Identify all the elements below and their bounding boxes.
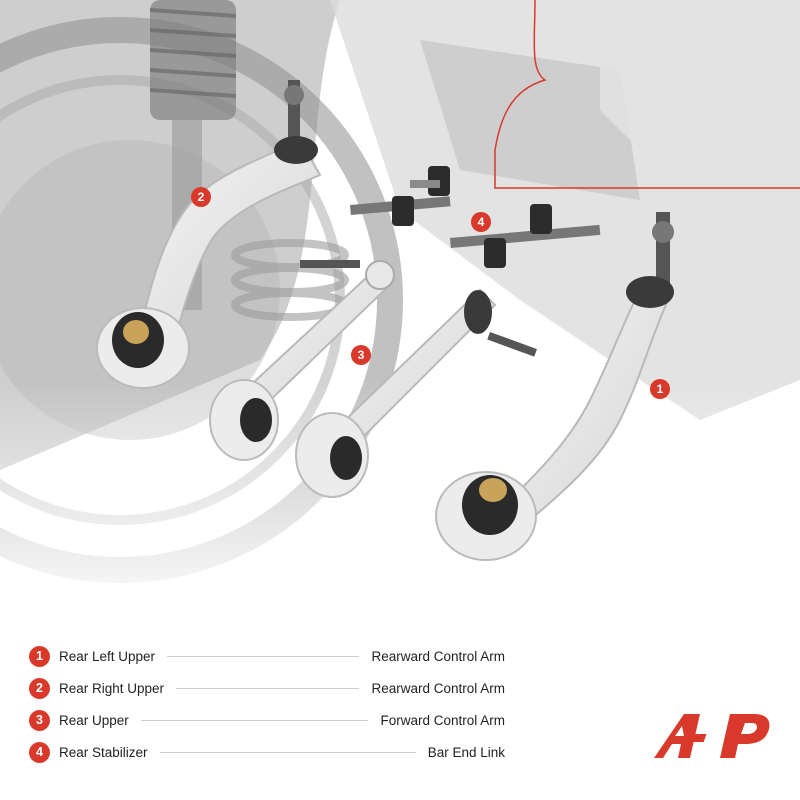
legend-position: Rear Stabilizer [59, 744, 148, 760]
legend-number: 1 [29, 645, 50, 667]
legend-position: Rear Right Upper [59, 680, 165, 696]
marker-3: 3 [351, 345, 371, 365]
stabilizer-end-links [350, 166, 601, 268]
brand-logo-icon [650, 708, 772, 764]
marker-2: 2 [191, 187, 211, 207]
legend-part-type: Bar End Link [427, 744, 505, 760]
legend-row: 4 Rear Stabilizer Bar End Link [29, 736, 509, 768]
legend-position: Rear Upper [59, 712, 129, 728]
parts-legend: 1 Rear Left Upper Rearward Control Arm 2… [29, 640, 509, 768]
legend-divider [176, 687, 360, 689]
legend-row: 3 Rear Upper Forward Control Arm [29, 704, 509, 736]
rear-upper-forward-arm [209, 260, 537, 498]
legend-part-type: Forward Control Arm [380, 712, 505, 728]
rear-left-upper-arm [435, 212, 674, 561]
legend-row: 1 Rear Left Upper Rearward Control Arm [29, 640, 509, 672]
legend-number: 2 [29, 677, 50, 699]
marker-4: 4 [471, 212, 491, 232]
legend-number: 3 [29, 709, 50, 731]
legend-divider [159, 751, 416, 753]
legend-divider [167, 655, 360, 657]
product-scene: 2 4 3 1 [0, 0, 800, 620]
suspension-illustration [0, 0, 800, 620]
rear-right-upper-arm [96, 80, 322, 389]
legend-part-type: Rearward Control Arm [371, 680, 505, 696]
legend-position: Rear Left Upper [59, 648, 156, 664]
legend-row: 2 Rear Right Upper Rearward Control Arm [29, 672, 509, 704]
legend-part-type: Rearward Control Arm [371, 648, 505, 664]
legend-divider [140, 719, 369, 721]
legend-number: 4 [29, 741, 50, 763]
marker-1: 1 [650, 379, 670, 399]
